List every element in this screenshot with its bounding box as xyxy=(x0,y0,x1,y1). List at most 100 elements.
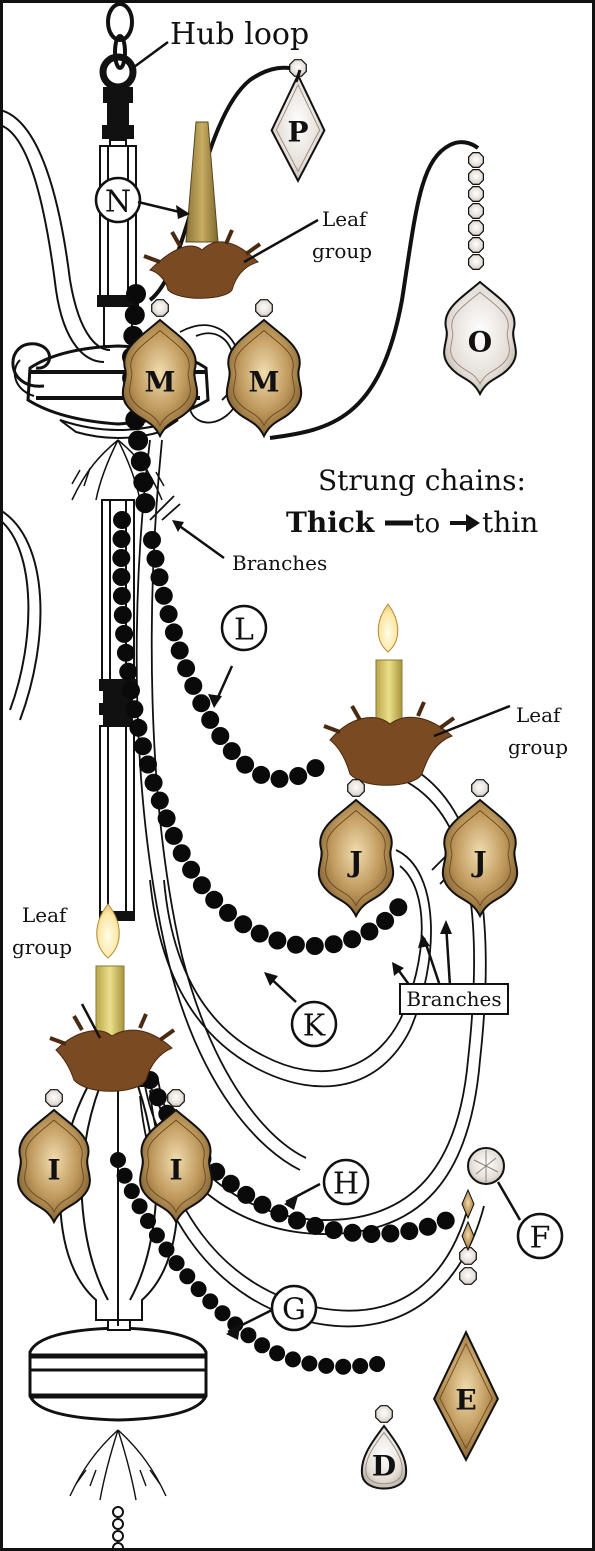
bead xyxy=(135,493,155,513)
bead xyxy=(119,663,137,681)
bead xyxy=(360,923,378,941)
jewel-D: D xyxy=(362,1406,406,1489)
callout-N: N xyxy=(96,178,140,222)
jewel-letter: J xyxy=(346,846,362,879)
callout-K: K xyxy=(292,1002,336,1046)
jewel-E: E xyxy=(434,1332,498,1460)
bead xyxy=(211,727,229,745)
bead xyxy=(114,606,132,624)
branches-label-lower: Branches xyxy=(406,987,501,1011)
bead xyxy=(124,1183,140,1199)
bead xyxy=(165,623,183,641)
strand-E xyxy=(460,1190,477,1284)
bead xyxy=(113,587,131,605)
bead xyxy=(307,759,325,777)
bead xyxy=(325,935,343,953)
central-column xyxy=(13,4,208,1551)
bead xyxy=(117,1168,133,1184)
bead xyxy=(237,1186,255,1204)
callout-G: G xyxy=(272,1286,316,1330)
bead xyxy=(125,700,143,718)
legend-arrowhead xyxy=(466,514,480,532)
bead xyxy=(149,1227,165,1243)
bead xyxy=(301,1356,317,1372)
bead xyxy=(201,711,219,729)
bead xyxy=(254,1337,270,1353)
jewel-letter: I xyxy=(47,1154,60,1187)
bead xyxy=(169,1255,185,1271)
bead xyxy=(112,568,130,586)
bead xyxy=(139,756,157,774)
bead xyxy=(158,809,176,827)
jewel-letter: J xyxy=(470,846,486,879)
bead xyxy=(134,737,152,755)
bead xyxy=(253,1196,271,1214)
bead xyxy=(251,925,269,943)
jewel-F-ball xyxy=(468,1148,504,1184)
callout-letter: F xyxy=(530,1221,551,1256)
bead xyxy=(381,1225,399,1243)
jewel-letter: O xyxy=(468,326,492,359)
bead xyxy=(205,891,223,909)
bead xyxy=(389,898,407,916)
bead xyxy=(149,1088,167,1106)
jewel-letter: P xyxy=(287,116,308,149)
bead xyxy=(113,511,131,529)
jewel-letter: M xyxy=(249,366,280,399)
leaf-group-label-top-1: Leaf xyxy=(322,207,368,231)
callout-L: L xyxy=(222,606,266,650)
bead xyxy=(160,605,178,623)
bead xyxy=(151,568,169,586)
jewel-letter: I xyxy=(169,1154,182,1187)
bead xyxy=(376,912,394,930)
bead xyxy=(165,827,183,845)
bead xyxy=(192,694,210,712)
jewel-letter: E xyxy=(455,1384,476,1417)
bead xyxy=(126,284,146,304)
bead xyxy=(419,1218,437,1236)
bead xyxy=(122,682,140,700)
bead xyxy=(184,677,202,695)
bead xyxy=(113,530,131,548)
jewel-J: J xyxy=(443,780,517,916)
bead xyxy=(133,472,153,492)
bead xyxy=(335,1359,351,1375)
jewel-M: M xyxy=(227,300,301,436)
jewel-letter: M xyxy=(145,366,176,399)
bead xyxy=(202,1293,218,1309)
branches-label-upper: Branches xyxy=(232,551,327,575)
bead xyxy=(288,1212,306,1230)
bead xyxy=(112,549,130,567)
bead xyxy=(145,774,163,792)
legend-title: Strung chains: xyxy=(318,464,526,497)
bead xyxy=(140,1213,156,1229)
jewel-J: J xyxy=(319,780,393,916)
bead xyxy=(344,1224,362,1242)
bead xyxy=(369,1356,385,1372)
leaf-group-label-right-1: Leaf xyxy=(516,703,562,727)
legend-thick: Thick xyxy=(286,506,375,539)
bead xyxy=(222,1175,240,1193)
bead xyxy=(173,844,191,862)
bead xyxy=(131,451,151,471)
bead xyxy=(147,550,165,568)
hub-loop-label: Hub loop xyxy=(170,17,309,52)
bead xyxy=(271,770,289,788)
callout-letter: H xyxy=(333,1167,359,1202)
bead xyxy=(343,930,361,948)
callout-F: F xyxy=(518,1214,562,1258)
jewel-O: O xyxy=(444,282,516,394)
strand-O xyxy=(469,153,484,270)
bead xyxy=(400,1222,418,1240)
bead xyxy=(285,1351,301,1367)
leaf-group-label-left-2: group xyxy=(12,935,72,959)
bead xyxy=(125,305,145,325)
callout-H: H xyxy=(324,1160,368,1204)
bead xyxy=(171,642,189,660)
leaf-group-label-top-2: group xyxy=(312,239,372,263)
callout-letter: N xyxy=(105,185,131,220)
bead xyxy=(236,756,254,774)
bead xyxy=(270,1204,288,1222)
bead xyxy=(268,932,286,950)
